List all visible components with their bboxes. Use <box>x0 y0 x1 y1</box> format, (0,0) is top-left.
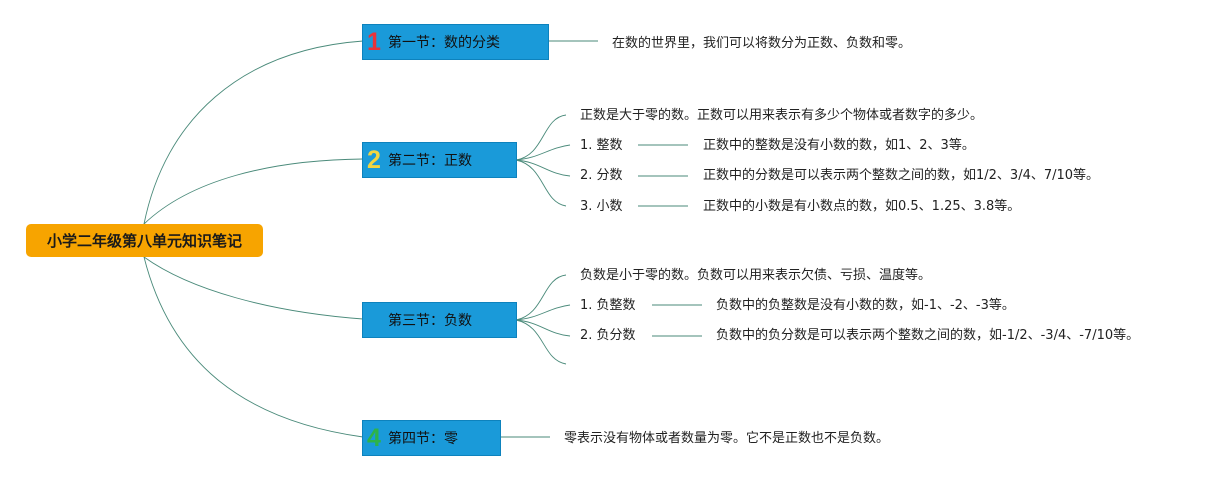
section-4-node[interactable]: 4 第四节：零 <box>362 420 501 456</box>
link-root-sec3 <box>143 256 364 320</box>
section-1-title: 第一节：数的分类 <box>388 35 500 51</box>
section-3-node[interactable]: 第三节：负数 <box>362 302 517 338</box>
link-sec2-item2 <box>515 159 571 177</box>
link-sec2-item1 <box>515 144 571 161</box>
link-root-sec1 <box>143 40 364 225</box>
section-2-node[interactable]: 2 第二节：正数 <box>362 142 517 178</box>
section-2-item-3-label: 3. 小数 <box>580 199 623 214</box>
badge-4: 4 <box>367 424 381 452</box>
section-3-item-1-label: 1. 负整数 <box>580 298 636 313</box>
section-2-item-3-detail: 正数中的小数是有小数点的数，如0.5、1.25、3.8等。 <box>703 199 1021 214</box>
section-2-item-1-detail: 正数中的整数是没有小数的数，如1、2、3等。 <box>703 138 975 153</box>
badge-2: 2 <box>367 146 381 174</box>
badge-3 <box>365 305 383 335</box>
section-2-item-1-label: 1. 整数 <box>580 138 623 153</box>
section-3-item-2-label: 2. 负分数 <box>580 328 636 343</box>
section-3-item-1-detail: 负数中的负整数是没有小数的数，如-1、-2、-3等。 <box>716 298 1015 313</box>
root-label: 小学二年级第八单元知识笔记 <box>46 232 242 250</box>
link-root-sec4 <box>143 256 364 438</box>
section-2-item-2-detail: 正数中的分数是可以表示两个整数之间的数，如1/2、3/4、7/10等。 <box>703 168 1100 183</box>
section-2-intro: 正数是大于零的数。正数可以用来表示有多少个物体或者数字的多少。 <box>580 108 984 123</box>
link-sec2-intro <box>515 114 567 161</box>
link-sec3-intro <box>515 274 567 321</box>
section-2-title: 第二节：正数 <box>388 153 472 169</box>
section-2-item-2-label: 2. 分数 <box>580 168 623 183</box>
section-3-item-2-detail: 负数中的负分数是可以表示两个整数之间的数，如-1/2、-3/4、-7/10等。 <box>716 328 1140 343</box>
section-3-intro: 负数是小于零的数。负数可以用来表示欠债、亏损、温度等。 <box>580 268 932 283</box>
section-1-description: 在数的世界里，我们可以将数分为正数、负数和零。 <box>612 36 912 51</box>
section-3-title: 第三节：负数 <box>388 313 472 329</box>
section-4-description: 零表示没有物体或者数量为零。它不是正数也不是负数。 <box>564 431 890 446</box>
badge-1: 1 <box>367 28 381 56</box>
link-sec3-empty <box>515 319 567 365</box>
link-sec2-item3 <box>515 159 567 207</box>
section-1-node[interactable]: 1 第一节：数的分类 <box>362 24 549 60</box>
link-sec3-item2 <box>515 319 571 337</box>
section-4-title: 第四节：零 <box>388 431 458 447</box>
root-topic[interactable]: 小学二年级第八单元知识笔记 <box>26 224 263 257</box>
link-root-sec2 <box>143 158 364 225</box>
link-sec3-item1 <box>515 304 571 321</box>
